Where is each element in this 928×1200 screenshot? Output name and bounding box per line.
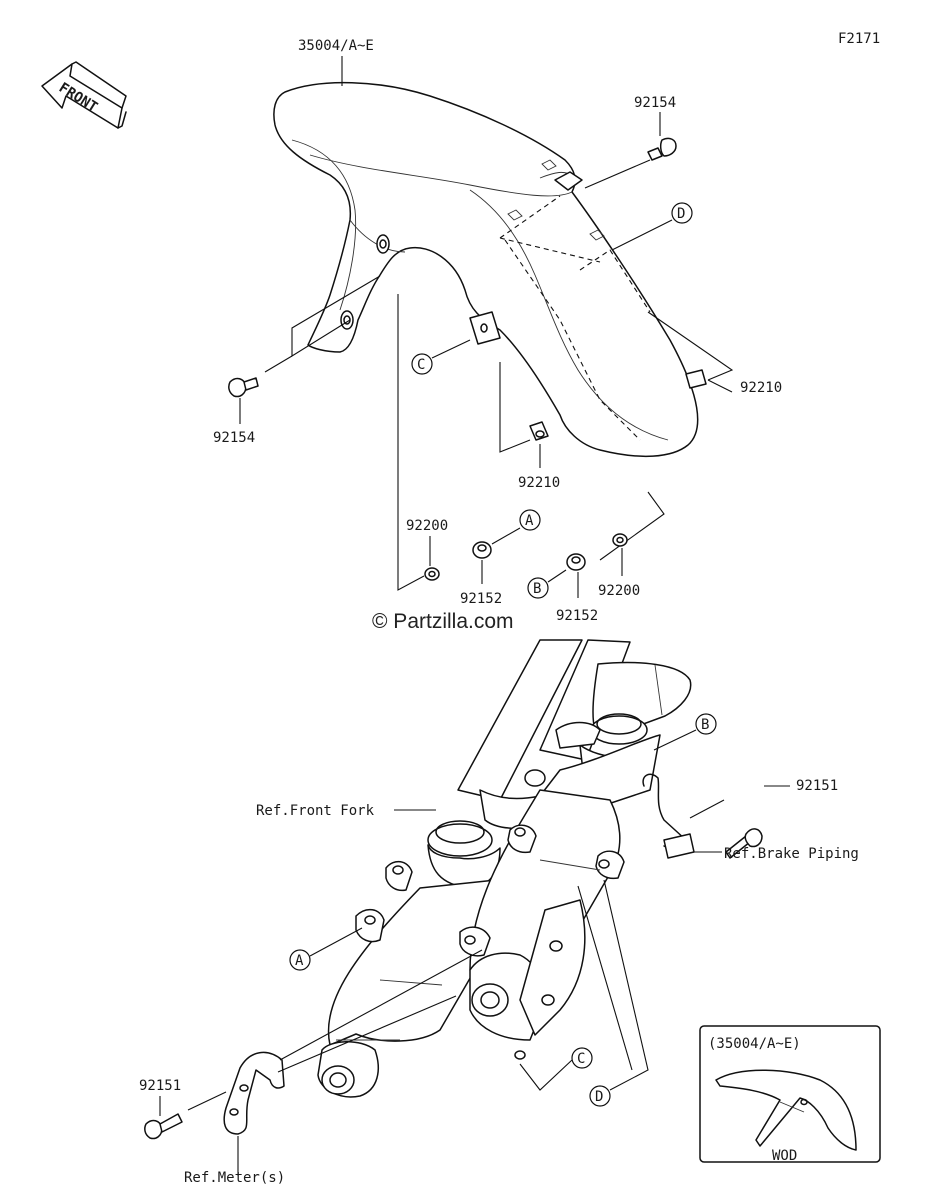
bolt-92154-left	[228, 377, 259, 398]
callout-c-lower	[571, 1047, 593, 1069]
bolt-92154-top	[647, 137, 677, 161]
nut-92210-right	[685, 369, 707, 389]
callout-b-top-label: B	[533, 581, 541, 597]
callout-a-lower-label: A	[295, 953, 304, 969]
nut-center-part-number: 92210	[518, 475, 560, 491]
washer-right-part-number: 92200	[598, 583, 640, 599]
bolt-top-part-number: 92154	[634, 95, 676, 111]
collar-92152-right	[566, 553, 586, 571]
callout-c-lower-label: C	[577, 1051, 585, 1067]
fender-part-number: 35004/A~E	[298, 38, 374, 54]
ref-front-fork: Ref.Front Fork	[256, 803, 375, 819]
front-fender	[273, 81, 699, 458]
collar-left-part-number: 92152	[460, 591, 502, 607]
watermark: © Partzilla.com	[372, 610, 514, 633]
callout-d-top-label: D	[677, 206, 685, 222]
meter-bracket	[223, 1051, 285, 1135]
callout-a-lower	[289, 949, 311, 971]
callout-d-lower	[589, 1085, 611, 1107]
callout-c-top-label: C	[417, 357, 425, 373]
callout-a-top	[519, 509, 541, 531]
callout-b-lower-label: B	[701, 717, 709, 733]
callout-d-top	[671, 202, 693, 224]
nut-right-part-number: 92210	[740, 380, 782, 396]
bolt-92151-right	[725, 828, 763, 859]
washer-92200-right	[612, 533, 628, 547]
callout-d-lower-label: D	[595, 1089, 603, 1105]
bolt-92151-left	[144, 1113, 183, 1140]
front-arrow-icon: FRONT	[41, 61, 127, 129]
callout-c-top	[411, 353, 433, 375]
bolt-meter-part-number: 92151	[139, 1078, 181, 1094]
figure-code: F2171	[838, 31, 880, 47]
washer-left-part-number: 92200	[406, 518, 448, 534]
ref-meter: Ref.Meter(s)	[184, 1170, 285, 1186]
inset-variant-box: (35004/A~E) WOD	[699, 1025, 881, 1164]
washer-92200-left	[424, 567, 440, 581]
collar-92152-left	[472, 541, 492, 559]
callout-b-lower	[695, 713, 717, 735]
inset-title: (35004/A~E)	[708, 1036, 801, 1052]
inset-caption: WOD	[772, 1148, 797, 1164]
bolt-brake-part-number: 92151	[796, 778, 838, 794]
nut-92210-center	[529, 421, 549, 441]
front-fork	[317, 639, 692, 1098]
bolt-left-part-number: 92154	[213, 430, 255, 446]
callout-b-top	[527, 577, 549, 599]
callout-a-top-label: A	[525, 513, 534, 529]
ref-brake-piping: Ref.Brake Piping	[724, 846, 859, 862]
collar-right-part-number: 92152	[556, 608, 598, 624]
